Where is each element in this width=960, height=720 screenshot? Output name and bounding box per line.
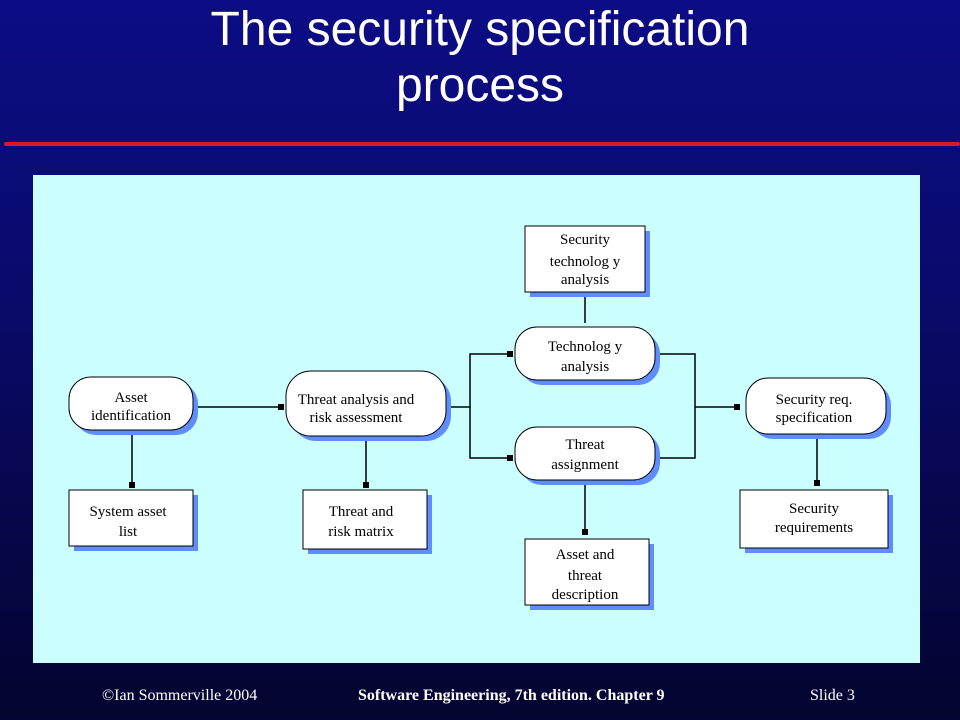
node-label-line: Technolog y [548,339,623,355]
node-system-asset-list: System asset list [68,489,198,551]
footer-book-title: Software Engineering, 7th edition. Chapt… [358,687,665,704]
node-threat-risk-matrix: Threat and risk matrix [302,489,432,554]
node-label-line: Threat analysis and [298,392,415,408]
node-threat-analysis: Threat analysis and risk assessment [285,370,451,441]
node-label-line: Security [789,501,839,517]
node-label-line: specification [776,410,853,426]
process-diagram: Asset identification System asset list T… [68,225,893,610]
connectors [129,288,820,535]
node-label-line: Threat [565,437,605,453]
node-label-line: identification [91,408,171,424]
node-threat-assignment: Threat assignment [514,426,660,485]
edge-merge [660,353,696,459]
node-asset-threat-description: Asset and threat description [524,538,654,610]
node-label-line: technolog y [550,254,621,270]
edge-threat-to-assignment [469,407,513,461]
node-label-line: Security req. [776,392,853,408]
node-security-req-specification: Security req. specification [745,377,891,439]
slide-title-line1: The security specification [210,3,750,56]
node-label-line: analysis [561,272,609,288]
node-asset-identification: Asset identification [68,376,198,435]
edge-threat-to-tech-analysis [445,351,513,408]
node-label-line: Security [560,232,610,248]
node-label-line: description [552,587,619,603]
footer-copyright: ©Ian Sommerville 2004 [102,687,258,704]
node-label-line: risk matrix [328,524,394,540]
node-label-line: requirements [775,520,853,536]
diagram-panel: Asset identification System asset list T… [33,175,920,663]
node-technology-analysis: Technolog y analysis [514,326,660,385]
node-label-line: threat [568,568,603,584]
node-label-line: risk assessment [310,410,404,426]
title-divider [4,142,960,146]
node-security-technology-analysis: Security technolog y analysis [524,225,650,297]
node-label-line: Asset and [556,547,615,563]
node-security-requirements: Security requirements [739,489,893,553]
slide-title: The security specification process [0,2,960,114]
node-label-line: Asset [114,390,148,406]
node-label-line: System asset [89,504,167,520]
node-label-line: analysis [561,359,609,375]
node-label-line: Threat and [329,504,394,520]
node-label-line: list [119,524,138,540]
node-label-line: assignment [551,457,619,473]
slide-title-line2: process [395,59,565,112]
footer-slide-number: Slide 3 [810,687,855,704]
